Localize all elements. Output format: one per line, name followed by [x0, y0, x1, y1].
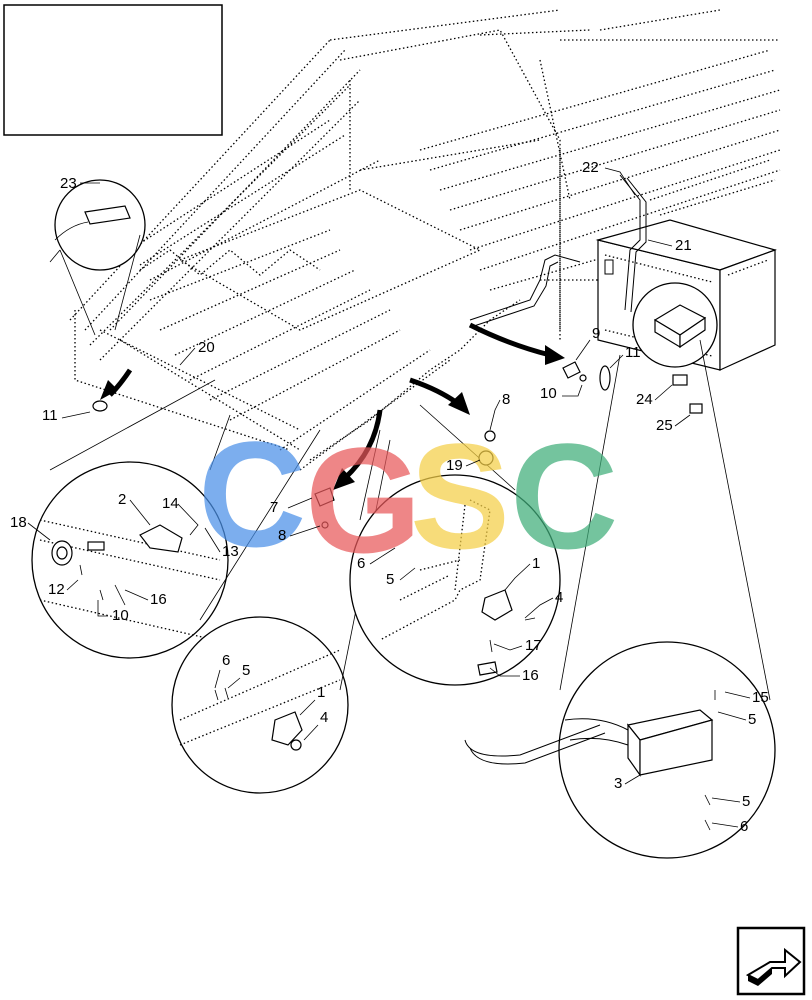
flow-arrow	[468, 322, 551, 358]
callout-label: 12	[48, 581, 65, 598]
callout-label: 1	[532, 555, 540, 572]
callout-label: 5	[742, 793, 750, 810]
callout-label: 2	[118, 491, 126, 508]
callout-label: 8	[502, 391, 510, 408]
part-8-top	[484, 430, 496, 442]
part-11-right	[599, 365, 611, 391]
callouts: 23 20 11 2 14 18 13 12 16 10 7 8 6 5 1 4…	[10, 159, 769, 835]
hydraulic-pipe	[619, 174, 641, 311]
callout-label: 16	[150, 591, 167, 608]
watermark-letter: C	[198, 410, 306, 578]
callout-label: 8	[278, 527, 286, 544]
callout-label: 16	[522, 667, 539, 684]
callout-label: 5	[386, 571, 394, 588]
callout-label: 10	[112, 607, 129, 624]
callout-label: 5	[242, 662, 250, 679]
detail-circle-lower-left	[171, 616, 349, 794]
detail-circle-23	[54, 179, 146, 271]
callout-label: 9	[592, 325, 600, 342]
watermark: C G S C	[198, 410, 618, 584]
callout-label: 24	[636, 391, 653, 408]
watermark-letter: C	[510, 412, 618, 580]
watermark-letter: S	[410, 412, 510, 580]
callout-label: 22	[582, 159, 599, 176]
callout-label: 17	[525, 637, 542, 654]
callout-label: 14	[162, 495, 179, 512]
callout-label: 6	[740, 818, 748, 835]
callout-label: 21	[675, 237, 692, 254]
callout-label: 11	[42, 407, 58, 424]
flow-arrow	[343, 409, 383, 480]
part-24	[672, 374, 688, 386]
next-page-button[interactable]	[736, 926, 806, 996]
callout-label: 4	[320, 709, 328, 726]
callout-label: 7	[270, 499, 278, 516]
title-box	[3, 4, 223, 136]
part-9	[562, 361, 581, 379]
callout-label: 18	[10, 514, 27, 531]
part-25	[689, 403, 703, 414]
callout-label: 3	[614, 775, 622, 792]
watermark-letter: G	[305, 416, 422, 584]
callout-label: 5	[748, 711, 756, 728]
detail-circle-center	[349, 474, 561, 686]
part-11-left	[92, 400, 108, 412]
callout-label: 15	[752, 689, 769, 706]
callout-label: 6	[357, 555, 365, 572]
callout-label: 4	[555, 589, 563, 606]
callout-label: 1	[317, 684, 325, 701]
callout-label: 19	[446, 457, 463, 474]
part-19	[478, 450, 494, 466]
callout-label: 25	[656, 417, 673, 434]
callout-label: 13	[222, 543, 239, 560]
part-7	[314, 487, 335, 507]
callout-label: 20	[198, 339, 215, 356]
callout-label: 11	[625, 344, 641, 361]
callout-label: 23	[60, 175, 77, 192]
callout-label: 10	[540, 385, 557, 402]
callout-label: 6	[222, 652, 230, 669]
next-page-arrow-icon	[745, 947, 802, 986]
